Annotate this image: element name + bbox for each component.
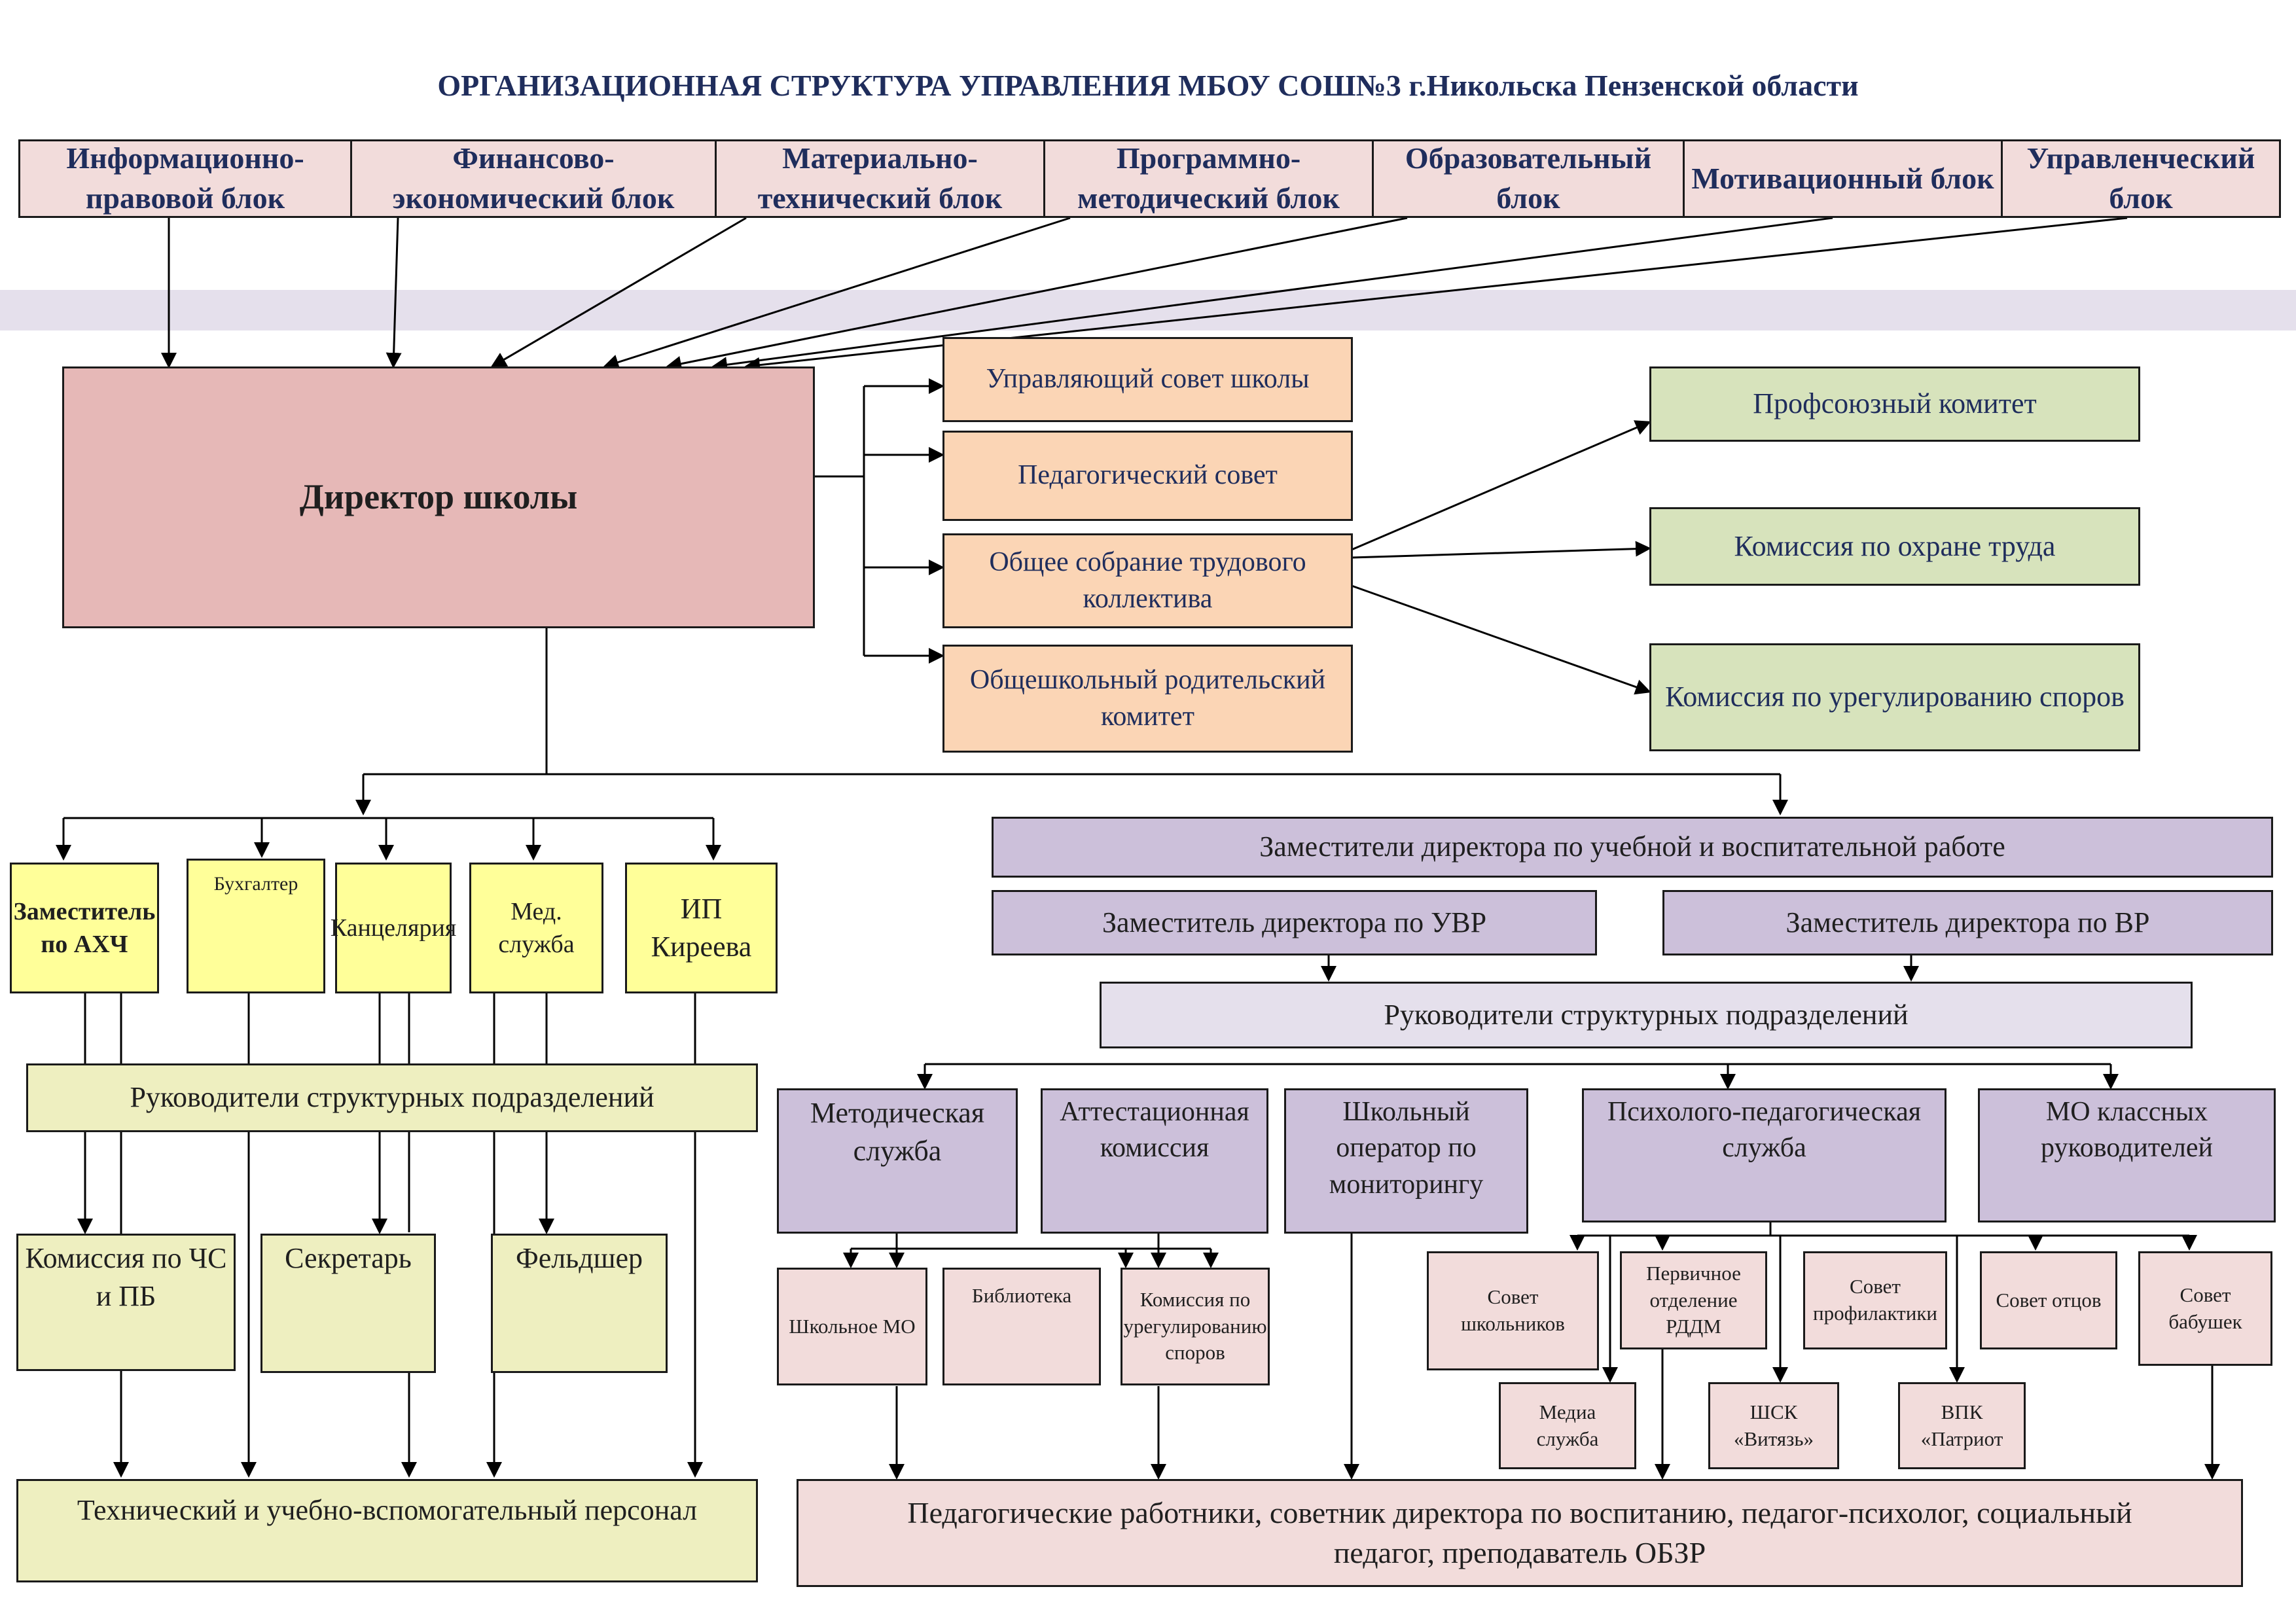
dispute-commission-small: Комиссия по урегулированию споров (1121, 1268, 1270, 1385)
general-meeting: Общее собрание трудового коллектива (942, 533, 1353, 628)
right-unit-heads: Руководители структурных подразделений (1100, 982, 2193, 1048)
teaching-staff: Педагогические работники, советник дирек… (797, 1479, 2243, 1587)
union-committee: Профсоюзный комитет (1649, 366, 2140, 442)
emergency-commission: Комиссия по ЧС и ПБ (16, 1234, 236, 1371)
attestation-commission: Аттестационная комиссия (1041, 1088, 1268, 1234)
vpk-patriot: ВПК «Патриот (1898, 1382, 2026, 1469)
secretary: Секретарь (260, 1234, 436, 1373)
library: Библиотека (942, 1268, 1101, 1385)
school-mo: Школьное МО (777, 1268, 927, 1385)
block-info-legal: Информационно-правовой блок (18, 139, 352, 218)
monitoring-operator: Школьный оператор по мониторингу (1284, 1088, 1528, 1234)
fathers-council: Совет отцов (1980, 1251, 2117, 1349)
sport-club: ШСК «Витязь» (1708, 1382, 1839, 1469)
chart-title: ОРГАНИЗАЦИОННАЯ СТРУКТУРА УПРАВЛЕНИЯ МБО… (437, 69, 1859, 102)
parent-committee: Общешкольный родительский комитет (942, 645, 1353, 753)
block-managerial: Управленческий блок (2001, 139, 2281, 218)
deputy-ahch: Заместитель по АХЧ (10, 863, 159, 993)
ip-kireeva: ИП Киреева (625, 863, 778, 993)
dispute-resolution-commission: Комиссия по урегулированию споров (1649, 643, 2140, 751)
director-box: Директор школы (62, 366, 815, 628)
left-unit-heads: Руководители структурных подразделений (26, 1063, 758, 1132)
block-educational: Образовательный блок (1372, 139, 1685, 218)
student-council: Совет школьников (1427, 1251, 1599, 1370)
class-teachers-mo: МО классных руководителей (1978, 1088, 2276, 1222)
block-motivational: Мотивационный блок (1683, 139, 2003, 218)
rddm-branch: Первичное отделение РДДМ (1620, 1251, 1767, 1349)
support-staff: Технический и учебно-вспомогательный пер… (16, 1479, 758, 1582)
labor-safety-commission: Комиссия по охране труда (1649, 507, 2140, 586)
office: Канцелярия (331, 863, 456, 993)
methodical-service: Методическая служба (777, 1088, 1018, 1234)
deputy-uvr: Заместитель директора по УВР (992, 890, 1597, 955)
medical-service: Мед. служба (469, 863, 603, 993)
pedagogical-council: Педагогический совет (942, 431, 1353, 521)
governing-council: Управляющий совет школы (942, 337, 1353, 422)
block-material-technical: Материально-технический блок (715, 139, 1045, 218)
media-service: Медиа служба (1499, 1382, 1636, 1469)
grandmothers-council: Совет бабушек (2138, 1251, 2272, 1366)
paramedic: Фельдшер (491, 1234, 668, 1373)
accountant: Бухгалтер (187, 859, 325, 993)
psych-service: Психолого-педагогическая служба (1582, 1088, 1946, 1222)
deputy-vr: Заместитель директора по ВР (1662, 890, 2273, 955)
block-program-methodical: Программно-методический блок (1043, 139, 1374, 218)
block-finance-economic: Финансово-экономический блок (350, 139, 717, 218)
deputies-title: Заместители директора по учебной и воспи… (992, 817, 2273, 878)
prevention-council: Совет профилактики (1803, 1251, 1947, 1349)
